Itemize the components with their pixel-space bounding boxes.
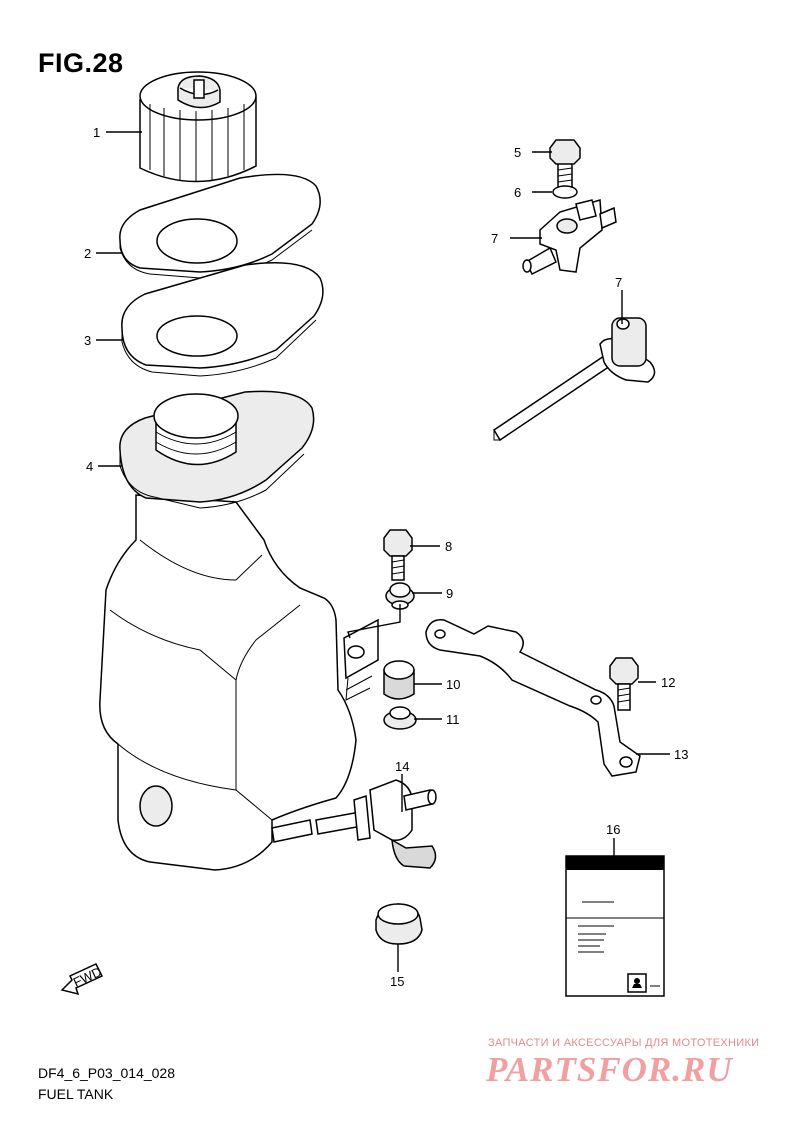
callout-16: 16	[606, 822, 620, 837]
callout-9: 8	[445, 539, 452, 554]
fuel-tank	[99, 390, 379, 871]
fuel-gauge	[492, 317, 656, 442]
fuel-filter-cup	[375, 903, 423, 945]
fuel-cock	[315, 779, 437, 869]
figure-name: FUEL TANK	[38, 1086, 114, 1102]
callout-4: 2	[84, 246, 91, 261]
callout-3: 3	[84, 333, 91, 348]
leader-lines	[96, 131, 670, 972]
callout-6: 12	[661, 675, 675, 690]
callout-13: 5	[514, 145, 521, 160]
callout-2: 13	[674, 747, 688, 762]
tank-gasket	[121, 262, 324, 377]
figure-code: DF4_6_P03_014_028	[38, 1065, 176, 1081]
callout-8: 10	[446, 677, 460, 692]
watermark-logo: PARTSFOR.RU	[486, 1050, 733, 1089]
callout-5: 1	[93, 125, 100, 140]
fuel-cap	[139, 71, 257, 183]
tank-bolt	[383, 529, 413, 581]
callout-7a: 9	[446, 586, 453, 601]
fwd-label: FWD	[71, 964, 104, 990]
callout-10: 15	[390, 974, 404, 989]
watermark-tagline: ЗАПЧАСТИ И АКСЕССУАРЫ ДЛЯ МОТОТЕХНИКИ	[488, 1037, 760, 1049]
upper-collar-washer	[385, 582, 415, 610]
cap-gasket	[119, 173, 321, 279]
callout-1: 4	[86, 459, 93, 474]
callout-11: 14	[395, 759, 409, 774]
callout-7b: 11	[446, 712, 460, 727]
callout-12: 7	[491, 231, 498, 246]
lower-collar-washer	[383, 706, 417, 730]
callout-labels: 1 2 3 4 5 6 7 7 8 9 10 11 12 13 14 15 16	[84, 125, 688, 989]
callout-14: 6	[514, 185, 521, 200]
figure-title: FIG.28	[38, 48, 124, 78]
connector-washer	[552, 185, 578, 199]
bracket-bolt	[609, 657, 639, 711]
rubber-damper	[383, 660, 415, 700]
fwd-arrow-icon: FWD	[60, 963, 104, 996]
tank-bracket	[425, 619, 641, 777]
connector-bolt	[549, 139, 581, 191]
fuel-connector	[522, 199, 617, 276]
callout-15: 7	[615, 275, 622, 290]
owners-manual-sheet	[565, 855, 665, 997]
